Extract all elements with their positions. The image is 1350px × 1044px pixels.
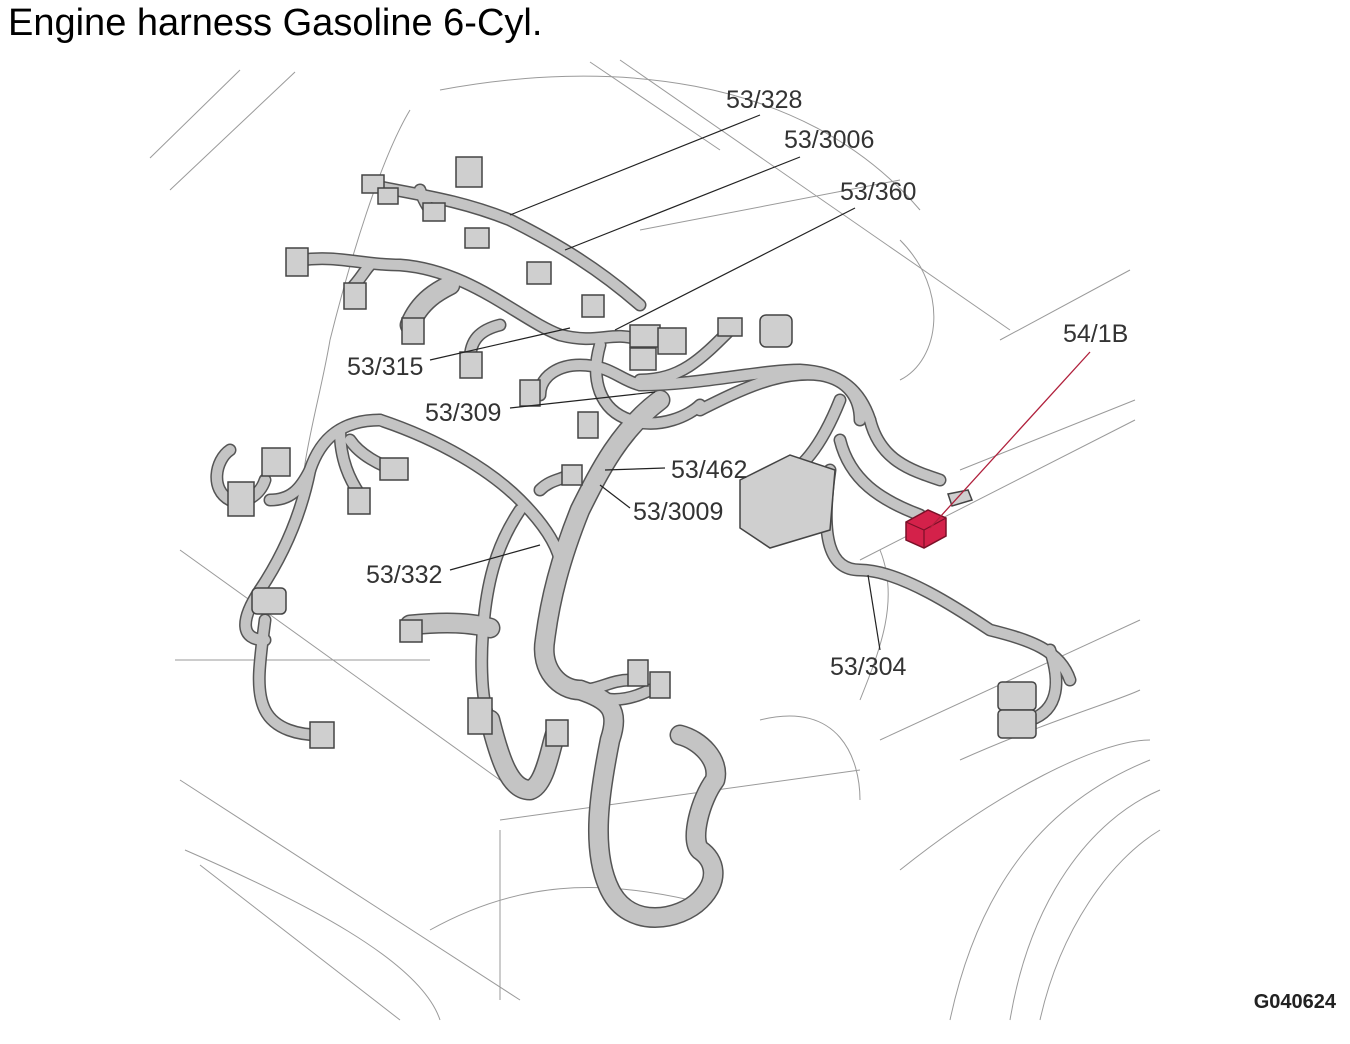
connector: [261, 447, 291, 477]
label-53-309: 53/309: [425, 399, 501, 427]
connector: [629, 324, 661, 348]
connector: [347, 487, 371, 515]
connector: [545, 719, 569, 747]
connector: [251, 587, 287, 615]
connector: [377, 187, 399, 205]
connector: [649, 671, 671, 699]
connector: [285, 247, 309, 277]
connector: [717, 317, 743, 337]
label-53-332: 53/332: [366, 561, 442, 589]
connector: [422, 202, 446, 222]
label-53-462: 53/462: [671, 456, 747, 484]
connector: [309, 721, 335, 749]
label-53-328: 53/328: [726, 86, 802, 114]
part-labels: 53/328 53/3006 53/360 54/1B 53/315 53/30…: [347, 86, 1128, 681]
connector: [455, 156, 483, 188]
connector: [657, 327, 687, 355]
connector: [401, 317, 425, 345]
connector: [467, 697, 493, 735]
connector: [343, 282, 367, 310]
connector: [561, 464, 583, 486]
connectors: [227, 156, 1037, 749]
connector: [739, 454, 836, 549]
harness-wires: [210, 178, 1077, 928]
connector: [581, 294, 605, 318]
connector: [997, 709, 1037, 739]
label-53-315: 53/315: [347, 353, 423, 381]
page-title: Engine harness Gasoline 6-Cyl.: [8, 2, 543, 44]
connector: [379, 457, 409, 481]
label-53-304: 53/304: [830, 653, 907, 681]
leader-lines: [429, 114, 1091, 651]
engine-bay-outline: [149, 59, 1161, 1021]
connector: [227, 481, 255, 517]
label-53-360: 53/360: [840, 178, 916, 206]
figure-id: G040624: [1253, 991, 1336, 1013]
connector: [459, 351, 483, 379]
connector: [627, 659, 649, 687]
label-54-1b: 54/1B: [1063, 320, 1128, 348]
connector: [526, 261, 552, 285]
label-53-3006: 53/3006: [784, 126, 874, 154]
connector: [759, 314, 793, 348]
connector: [997, 681, 1037, 711]
connector: [519, 379, 541, 407]
connector: [399, 619, 423, 643]
connector: [464, 227, 490, 249]
connector: [629, 347, 657, 371]
label-53-3009: 53/3009: [633, 498, 723, 526]
connector: [577, 411, 599, 439]
